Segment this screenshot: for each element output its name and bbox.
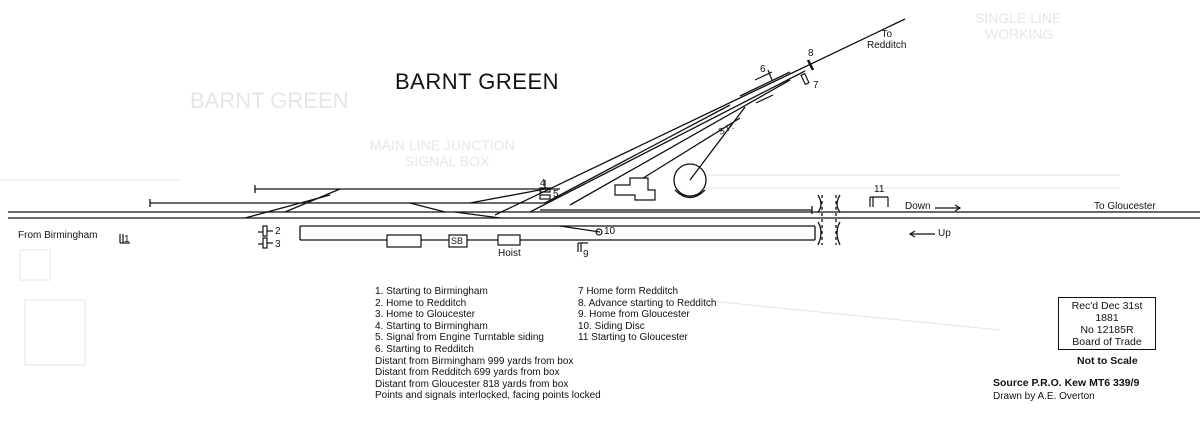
- redditch-branch-line: [494, 18, 906, 216]
- ghost-lines: [0, 174, 1120, 366]
- engine-shed: [614, 177, 656, 201]
- redditch-branch-line-2: [529, 70, 806, 213]
- signal-number-9: 9: [583, 249, 589, 260]
- legend-item: Points and signals interlocked, facing p…: [375, 390, 601, 402]
- signal-number-5: 5: [553, 189, 559, 200]
- signal-number-4: 4: [540, 178, 546, 189]
- label-to-redditch: To Redditch: [867, 29, 907, 51]
- signal-number-1: 1: [124, 234, 130, 245]
- label-down: Down: [905, 201, 931, 212]
- record-number: No 12185R: [1080, 324, 1134, 336]
- record-date: Rec'd Dec 31st: [1071, 300, 1143, 312]
- drawn-by: Drawn by A.E. Overton: [993, 391, 1095, 402]
- signal-number-7: 7: [813, 80, 819, 91]
- diagram-title: BARNT GREEN: [395, 69, 560, 94]
- signal-number-8: 8: [808, 48, 814, 59]
- ghost-text: SIGNAL BOX: [405, 153, 490, 169]
- legend-item: 10. Siding Disc: [578, 320, 645, 332]
- record-year: 1881: [1095, 312, 1119, 324]
- signals: [119, 59, 962, 252]
- not-to-scale: Not to Scale: [1077, 355, 1138, 367]
- label-from-birmingham: From Birmingham: [18, 230, 98, 241]
- ghost-heading: BARNT GREEN: [190, 88, 349, 113]
- legend-item: 5. Signal from Engine Turntable siding: [375, 332, 544, 344]
- label-to-gloucester: To Gloucester: [1094, 201, 1156, 212]
- turntable: [673, 163, 707, 197]
- legend-item: 4. Starting to Birmingham: [375, 320, 488, 332]
- legend-item: 3. Home to Gloucester: [375, 309, 476, 321]
- label-up: Up: [938, 228, 951, 239]
- ghost-text: MAIN LINE JUNCTION: [370, 137, 515, 153]
- record-authority: Board of Trade: [1072, 336, 1142, 348]
- legend-item: 1. Starting to Birmingham: [375, 286, 488, 297]
- legend-item: 11 Starting to Gloucester: [578, 332, 688, 344]
- station-building: [386, 234, 422, 248]
- turntable-road: [639, 117, 741, 181]
- legend-left: 1. Starting to Birmingham 2. Home to Red…: [375, 286, 601, 402]
- record-info-box: Rec'd Dec 31st 1881 No 12185R Board of T…: [1058, 297, 1156, 350]
- signal-number-2: 2: [275, 226, 281, 237]
- signal-number-10: 10: [604, 226, 616, 237]
- legend-item: Distant from Birmingham 999 yards from b…: [375, 355, 574, 367]
- signal-number-6: 6: [760, 64, 766, 75]
- legend-right: 7 Home form Redditch 8. Advance starting…: [578, 286, 716, 344]
- legend-item: Distant from Gloucester 818 yards from b…: [375, 378, 569, 390]
- label-hoist: Hoist: [498, 248, 521, 259]
- legend-item: 2. Home to Redditch: [375, 297, 467, 309]
- ghost-text: WORKING: [985, 26, 1054, 42]
- legend-item: Distant from Redditch 699 yards from box: [375, 367, 560, 379]
- label-signal-box: SB: [451, 236, 464, 246]
- legend-item: 7 Home form Redditch: [578, 286, 679, 297]
- running-lines: [8, 18, 1200, 246]
- source-reference: Source P.R.O. Kew MT6 339/9: [993, 377, 1140, 389]
- signal-number-11: 11: [874, 184, 885, 195]
- signal-box-building: [448, 234, 468, 248]
- legend-item: 9. Home from Gloucester: [578, 309, 690, 321]
- legend-item: 6. Starting to Redditch: [375, 343, 474, 355]
- buildings: [386, 177, 656, 248]
- signal-number-3: 3: [275, 239, 281, 250]
- hoist-building: [497, 234, 521, 246]
- legend-item: 8. Advance starting to Redditch: [578, 297, 717, 309]
- ghost-text: SINGLE LINE: [975, 10, 1062, 26]
